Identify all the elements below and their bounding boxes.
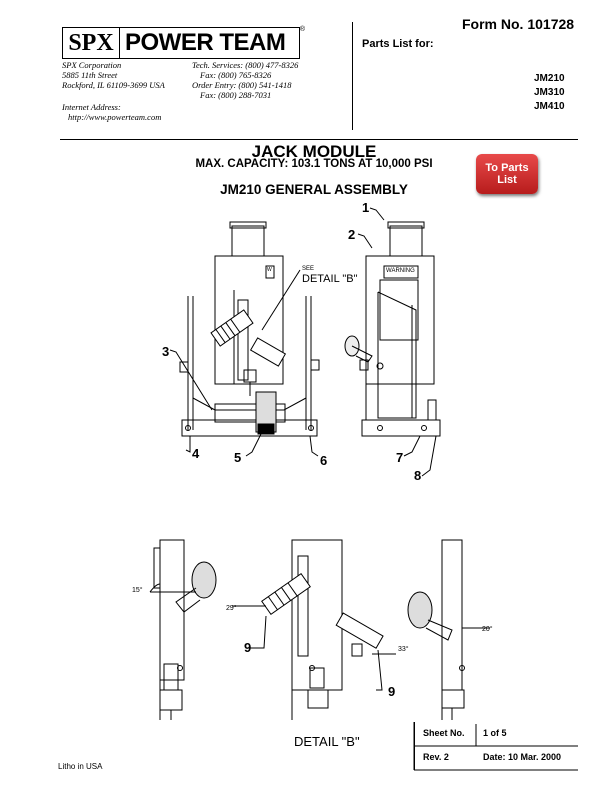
city: Rockford, IL 61109-3699 USA xyxy=(62,80,165,90)
detail-b-reference: DETAIL "B" xyxy=(302,273,358,285)
tech-services: Tech. Services: (800) 477-8326 xyxy=(192,60,299,70)
angle-29: 29° xyxy=(226,605,237,612)
to-parts-list-button[interactable]: To Parts List xyxy=(476,154,538,194)
sheet-no-label: Sheet No. xyxy=(423,728,465,738)
capacity-subtitle: MAX. CAPACITY: 103.1 TONS AT 10,000 PSI xyxy=(195,158,433,170)
internet-label: Internet Address: xyxy=(62,102,121,112)
revision-date: Date: 10 Mar. 2000 xyxy=(483,752,562,762)
model-jm410: JM410 xyxy=(534,101,565,112)
angle-33: 33° xyxy=(398,646,409,653)
parts-list-for: Parts List for: xyxy=(362,38,434,50)
models-list: JM210 JM310 JM410 xyxy=(534,72,565,114)
callout-8: 8 xyxy=(414,468,422,483)
model-jm310: JM310 xyxy=(534,87,565,98)
sheet-info-table: Sheet No. 1 of 5 Rev. 2 Date: 10 Mar. 20… xyxy=(414,722,579,770)
detail-b-caption: DETAIL "B" xyxy=(294,734,360,749)
website-link[interactable]: http://www.powerteam.com xyxy=(68,112,162,122)
angle-15: 15° xyxy=(132,587,143,594)
callout-6: 6 xyxy=(320,453,328,468)
model-jm210: JM210 xyxy=(534,73,565,84)
contacts-block: Tech. Services: (800) 477-8326 Fax: (800… xyxy=(192,60,298,100)
power-team-logo: SPX POWER TEAM ® xyxy=(62,26,305,59)
front-view xyxy=(179,221,320,437)
callout-2: 2 xyxy=(348,227,356,242)
button-line1: To Parts xyxy=(485,162,529,174)
registered-mark: ® xyxy=(299,26,305,33)
sheet-no-value: 1 of 5 xyxy=(483,728,507,738)
tech-fax: Fax: (800) 765-8326 xyxy=(200,70,272,80)
litho-footer: Litho in USA xyxy=(58,762,103,771)
angle-20: 20° xyxy=(482,626,493,633)
street: 5885 11th Street xyxy=(62,70,118,80)
warning-short-label: W xyxy=(267,267,272,273)
see-label: SEE xyxy=(302,266,315,272)
callout-5: 5 xyxy=(234,450,242,465)
callout-9a: 9 xyxy=(244,640,252,655)
callout-1: 1 xyxy=(362,200,370,215)
order-fax: Fax: (800) 288-7031 xyxy=(200,90,272,100)
revision: Rev. 2 xyxy=(423,752,449,762)
callout-4: 4 xyxy=(192,446,200,461)
form-number: Form No. 101728 xyxy=(462,16,575,32)
detail-b-left xyxy=(149,539,217,720)
address-block: SPX Corporation 5885 11th Street Rockfor… xyxy=(62,60,165,122)
warning-label: WARNING xyxy=(386,268,415,274)
logo-brand-text: POWER TEAM xyxy=(125,29,286,56)
page-title: JACK MODULE xyxy=(251,142,377,161)
header-rule xyxy=(60,139,578,140)
assembly-title: JM210 GENERAL ASSEMBLY xyxy=(220,182,408,197)
button-line2: List xyxy=(497,174,517,186)
side-view xyxy=(344,221,441,437)
callout-9b: 9 xyxy=(388,684,396,699)
order-entry: Order Entry: (800) 541-1418 xyxy=(192,80,292,90)
detail-b-right xyxy=(407,539,490,720)
callout-3: 3 xyxy=(162,344,170,359)
header-divider xyxy=(352,22,353,130)
detail-b-center xyxy=(232,539,396,720)
company-name: SPX Corporation xyxy=(62,60,122,70)
logo-brand: POWER TEAM xyxy=(125,28,286,58)
logo-spx: SPX xyxy=(63,28,120,58)
callout-7: 7 xyxy=(396,450,404,465)
